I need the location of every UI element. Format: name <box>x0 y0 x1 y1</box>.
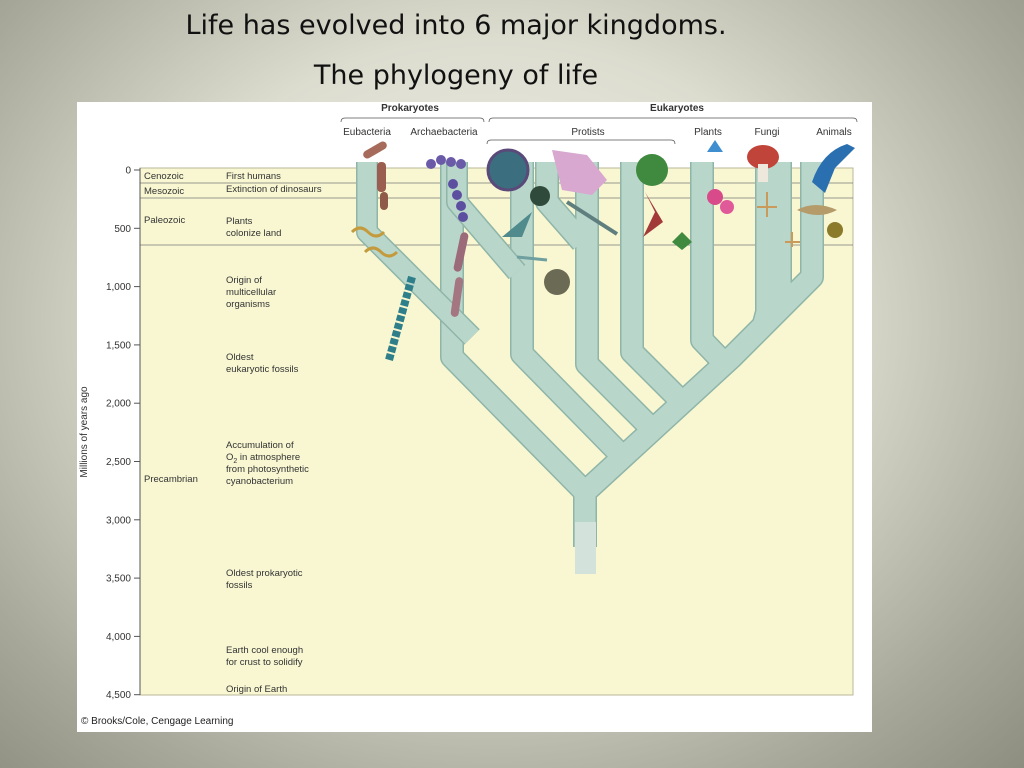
event-earth-cool-2: for crust to solidify <box>226 657 303 668</box>
y-tick-label: 4,500 <box>106 690 131 701</box>
event-o2-5: cyanobacterium <box>226 476 293 487</box>
y-axis-ticks: 0 500 1,000 1,500 2,000 2,500 3,000 3,500 4,000 4… <box>106 166 140 701</box>
event-multicellular-3: organisms <box>226 299 270 310</box>
taxon-plants: Plants <box>694 127 722 138</box>
y-tick-label: 500 <box>114 224 131 235</box>
event-extinction-dinosaurs: Extinction of dinosaurs <box>226 184 322 195</box>
y-tick-label: 1,500 <box>106 340 131 351</box>
era-cenozoic: Cenozoic <box>144 171 184 182</box>
protist-icons <box>486 148 619 295</box>
event-o2-1: Accumulation of <box>226 440 294 451</box>
taxon-fungi: Fungi <box>754 127 779 138</box>
slide-title: Life has evolved into 6 major kingdoms. <box>185 10 727 41</box>
y-tick-label: 0 <box>125 166 131 177</box>
event-o2-4: from photosynthetic <box>226 464 309 475</box>
y-tick-label: 2,000 <box>106 399 131 410</box>
plant-icons <box>636 140 734 250</box>
era-mesozoic: Mesozoic <box>144 186 184 197</box>
y-tick-label: 3,000 <box>106 515 131 526</box>
phylogeny-figure: Prokaryotes Eukaryotes Eubacteria Archae… <box>77 102 872 732</box>
event-prokaryotic-1: Oldest prokaryotic <box>226 568 303 579</box>
y-tick-label: 1,000 <box>106 282 131 293</box>
era-paleozoic: Paleozoic <box>144 215 185 226</box>
event-eukaryotic-2: eukaryotic fossils <box>226 364 299 375</box>
slide-subtitle: The phylogeny of life <box>313 60 599 91</box>
event-o2-2: O2 in atmosphere <box>226 452 300 465</box>
event-labels: First humans Extinction of dinosaurs Pla… <box>226 171 322 695</box>
organism-illustrations <box>350 140 855 362</box>
y-tick-label: 2,500 <box>106 457 131 468</box>
era-precambrian: Precambrian <box>144 474 198 485</box>
event-origin-earth: Origin of Earth <box>226 684 287 695</box>
event-plants-1: Plants <box>226 216 253 227</box>
animal-icons <box>797 144 855 238</box>
event-multicellular-2: multicellular <box>226 287 276 298</box>
eukaryotes-label: Eukaryotes <box>650 103 704 114</box>
phylogeny-diagram: Prokaryotes Eukaryotes Eubacteria Archae… <box>79 103 858 701</box>
event-first-humans: First humans <box>226 171 281 182</box>
group-brackets <box>340 117 858 145</box>
event-prokaryotic-2: fossils <box>226 580 253 591</box>
taxon-archaebacteria: Archaebacteria <box>410 127 478 138</box>
event-plants-2: colonize land <box>226 228 281 239</box>
bacteria-icon <box>350 141 416 362</box>
fungi-icon <box>747 145 800 247</box>
y-tick-label: 4,000 <box>106 632 131 643</box>
taxon-protists: Protists <box>571 127 604 138</box>
taxon-eubacteria: Eubacteria <box>343 127 391 138</box>
event-multicellular-1: Origin of <box>226 275 262 286</box>
y-axis-label: Millions of years ago <box>79 386 90 478</box>
event-eukaryotic-1: Oldest <box>226 352 254 363</box>
taxon-animals: Animals <box>816 127 852 138</box>
archaebacteria-icon <box>426 155 469 317</box>
prokaryotes-label: Prokaryotes <box>381 103 439 114</box>
image-credit: © Brooks/Cole, Cengage Learning <box>81 716 234 727</box>
event-earth-cool-1: Earth cool enough <box>226 645 303 656</box>
y-tick-label: 3,500 <box>106 574 131 585</box>
